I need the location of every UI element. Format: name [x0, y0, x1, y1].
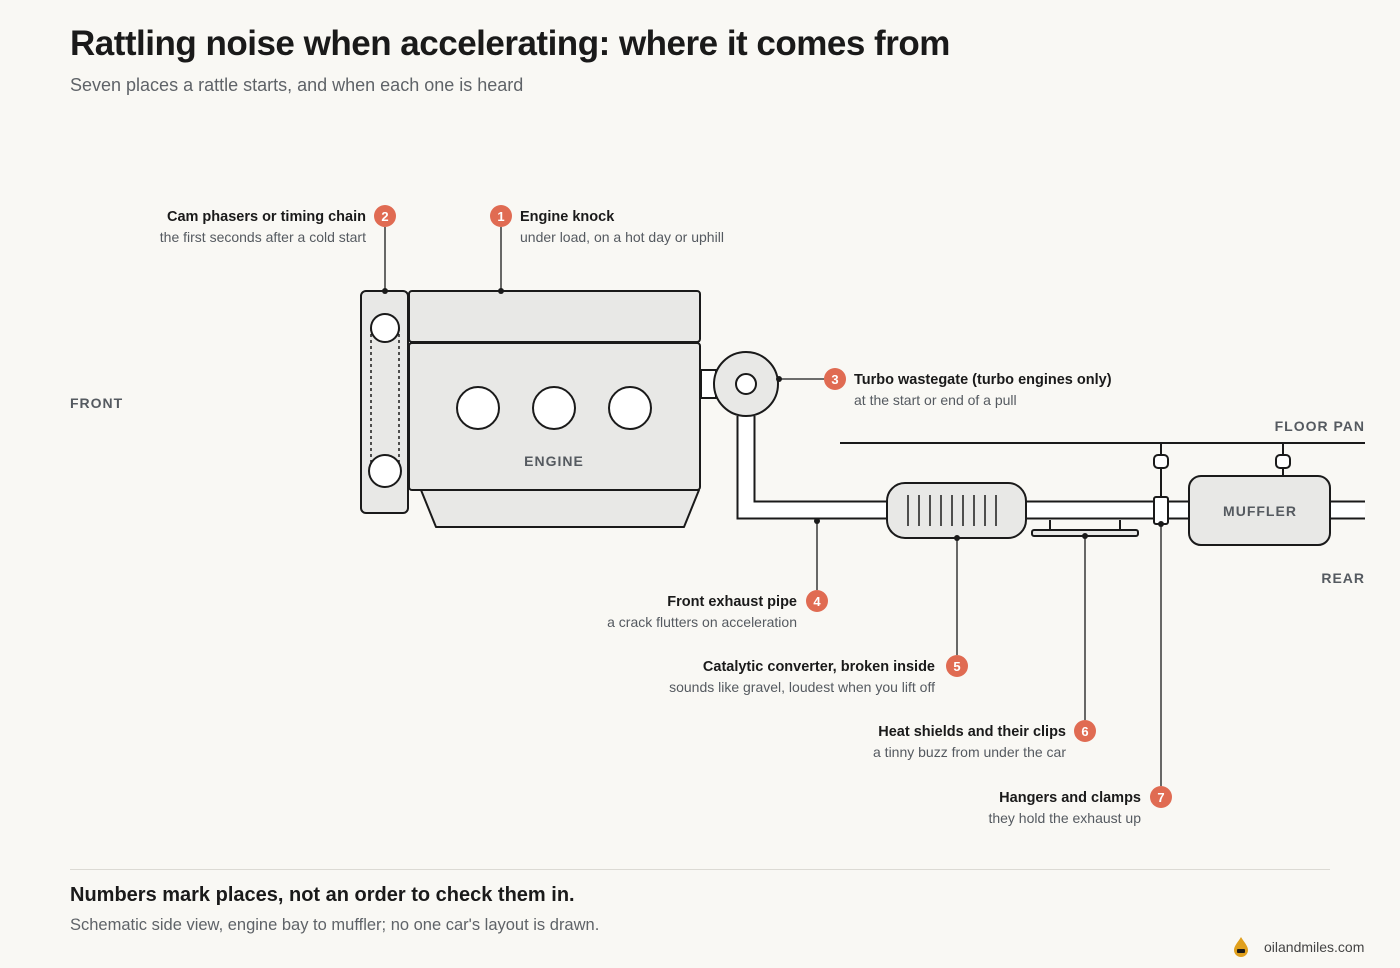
callout-desc-4: a crack flutters on acceleration: [607, 614, 797, 630]
floor-pan-label: FLOOR PAN: [1275, 418, 1365, 434]
callout-title-4: Front exhaust pipe: [667, 594, 797, 610]
callout-title-7: Hangers and clamps: [999, 790, 1141, 806]
callout-desc-3: at the start or end of a pull: [854, 392, 1017, 408]
page-title: Rattling noise when accelerating: where …: [70, 24, 950, 63]
callout-title-2: Cam phasers or timing chain: [167, 209, 366, 225]
callout-6: 6 Heat shields and their clips a tinny b…: [873, 720, 1096, 760]
page-subtitle: Seven places a rattle starts, and when e…: [70, 75, 524, 95]
callout-desc-1: under load, on a hot day or uphill: [520, 229, 724, 245]
cylinder-1: [456, 386, 500, 430]
callout-title-5: Catalytic converter, broken inside: [703, 659, 935, 675]
leader-dot-7: [1158, 521, 1164, 527]
brand-link[interactable]: oilandmiles.com: [1264, 939, 1365, 955]
timing-chain-cover: [360, 290, 409, 514]
callout-number-7: 7: [1157, 790, 1164, 805]
callout-desc-6: a tinny buzz from under the car: [873, 744, 1066, 760]
crank-sprocket-bottom: [368, 454, 402, 488]
exhaust-hangers: [1153, 443, 1291, 525]
exhaust-diagram: ENGINE: [70, 205, 1365, 826]
callout-badge-6: [1074, 720, 1096, 742]
callout-badge-5: [946, 655, 968, 677]
cam-sprocket-top: [370, 313, 400, 343]
footer-note: Schematic side view, engine bay to muffl…: [70, 916, 600, 934]
valve-cover: [408, 290, 701, 343]
catalytic-converter: [886, 482, 1027, 539]
brand: oilandmiles.com: [1232, 936, 1364, 958]
callout-badge-7: [1150, 786, 1172, 808]
callout-1: 1 Engine knock under load, on a hot day …: [490, 205, 724, 245]
oil-drop-icon: [1234, 937, 1248, 957]
muffler-label: MUFFLER: [1223, 503, 1297, 519]
leader-dot-1: [498, 288, 504, 294]
muffler: MUFFLER: [1188, 475, 1331, 546]
callout-title-6: Heat shields and their clips: [878, 724, 1066, 740]
callout-number-6: 6: [1081, 724, 1088, 739]
leader-dot-4: [814, 518, 820, 524]
callout-7: 7 Hangers and clamps they hold the exhau…: [988, 786, 1172, 826]
turbo: [700, 351, 779, 417]
front-label: FRONT: [70, 395, 123, 411]
callout-4: 4 Front exhaust pipe a crack flutters on…: [607, 590, 828, 630]
callout-number-2: 2: [381, 209, 388, 224]
callout-desc-5: sounds like gravel, loudest when you lif…: [669, 679, 935, 695]
callout-badge-1: [490, 205, 512, 227]
leader-dot-5: [954, 535, 960, 541]
engine-label: ENGINE: [524, 453, 584, 469]
footer-divider: [70, 869, 1330, 870]
rear-label: REAR: [1321, 570, 1365, 586]
callout-number-5: 5: [953, 659, 960, 674]
callout-badge-4: [806, 590, 828, 612]
callout-badge-3: [824, 368, 846, 390]
callout-title-1: Engine knock: [520, 209, 615, 225]
leader-dot-2: [382, 288, 388, 294]
cylinder-2: [532, 386, 576, 430]
callout-badge-2: [374, 205, 396, 227]
engine-block: ENGINE: [408, 290, 701, 528]
callout-number-3: 3: [831, 372, 838, 387]
callout-3: 3 Turbo wastegate (turbo engines only) a…: [824, 368, 1112, 408]
leader-dot-6: [1082, 533, 1088, 539]
callout-number-1: 1: [497, 209, 504, 224]
callout-2: 2 Cam phasers or timing chain the first …: [160, 205, 396, 245]
callout-number-4: 4: [813, 594, 821, 609]
callout-desc-7: they hold the exhaust up: [988, 810, 1141, 826]
callout-desc-2: the first seconds after a cold start: [160, 229, 366, 245]
footer-title: Numbers mark places, not an order to che…: [70, 884, 575, 906]
leader-dot-3: [776, 376, 782, 382]
callout-5: 5 Catalytic converter, broken inside sou…: [669, 655, 968, 695]
cylinder-3: [608, 386, 652, 430]
callout-title-3: Turbo wastegate (turbo engines only): [854, 372, 1112, 388]
pipe-clamp: [1153, 496, 1169, 525]
